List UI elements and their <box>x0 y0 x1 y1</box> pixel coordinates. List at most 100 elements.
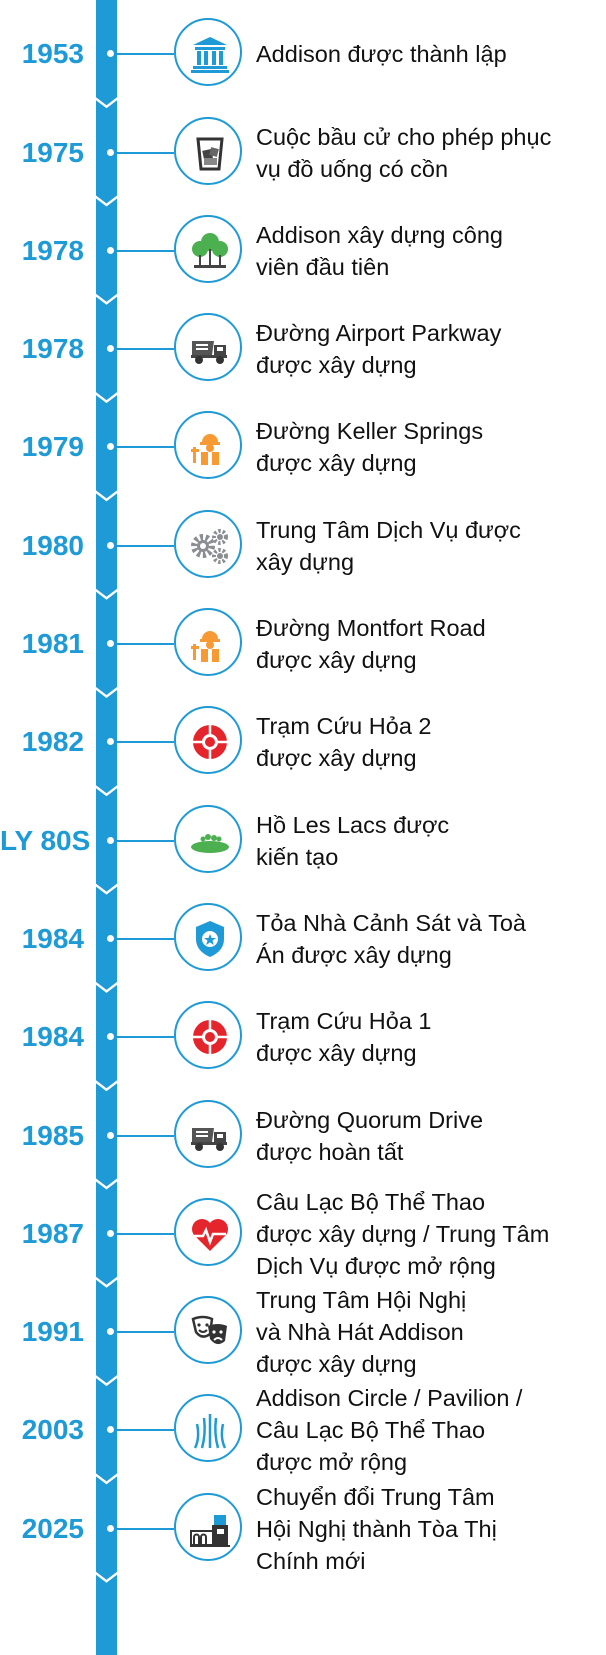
construction-worker-icon <box>174 411 242 480</box>
connector-line <box>114 1134 174 1137</box>
event-description-line: Chuyển đổi Trung Tâm <box>256 1483 495 1510</box>
timeline-dot <box>107 1426 114 1434</box>
event-year: 1984 <box>21 1021 84 1053</box>
timeline-event: 1978 Đường Airport Parkway được xây dựng <box>0 297 606 401</box>
event-year: 1978 <box>21 234 84 266</box>
dump-truck-icon <box>174 313 242 382</box>
event-description-line: Hồ Les Lacs được <box>256 811 450 838</box>
event-description-line: được xây dựng <box>256 745 417 772</box>
event-description-line: được xây dựng <box>256 352 417 379</box>
spine-chevron <box>96 981 117 993</box>
spine-chevron <box>96 1178 117 1190</box>
timeline-dot <box>107 934 114 942</box>
timeline-dot <box>107 1328 114 1336</box>
connector-line <box>114 544 174 547</box>
event-description-line: Trạm Cứu Hỏa 2 <box>256 713 432 740</box>
event-description-line: Dịch Vụ được mở rộng <box>256 1252 496 1279</box>
event-description-line: được xây dựng <box>256 1351 417 1378</box>
spine-chevron <box>96 1571 117 1583</box>
connector-line <box>114 249 174 252</box>
connector-line <box>114 937 174 940</box>
event-year: 2003 <box>21 1414 84 1446</box>
timeline-dot <box>107 1229 114 1237</box>
event-description-line: và Nhà Hát Addison <box>256 1319 464 1346</box>
spine-chevron <box>96 1473 117 1485</box>
connector-line <box>114 446 174 449</box>
event-description-line: xây dựng <box>256 548 355 575</box>
timeline-dot <box>107 50 114 58</box>
spine-chevron <box>96 1375 117 1387</box>
connector-line <box>114 741 174 744</box>
event-year: 1953 <box>21 38 84 70</box>
connector-line <box>114 1232 174 1235</box>
event-description-line: Đường Airport Parkway <box>256 320 502 347</box>
spine-chevron <box>96 687 117 698</box>
event-year: 1991 <box>21 1316 84 1348</box>
event-description-line: Addison được thành lập <box>256 41 507 68</box>
event-year: 1978 <box>21 333 84 365</box>
timeline-event: 2003 Addison Circle / Pavilion /Câu Lạc B… <box>0 1378 606 1482</box>
event-year: 1979 <box>21 431 84 463</box>
timeline-event: 1982 Trạm Cứu Hỏa 2 được xây dựng <box>0 690 606 794</box>
event-description-line: Trạm Cứu Hỏa 1 <box>256 1008 432 1035</box>
fountain-icon <box>174 1394 242 1463</box>
event-description-line: Hội Nghị thành Tòa Thị <box>256 1515 497 1542</box>
event-description-line: Đường Keller Springs <box>256 418 484 445</box>
police-badge-icon <box>174 902 242 971</box>
event-description-line: Đường Quorum Drive <box>256 1106 484 1133</box>
construction-worker-icon <box>174 608 242 676</box>
event-year: 1985 <box>21 1119 84 1151</box>
spine-band <box>96 0 117 1655</box>
spine-chevron <box>96 1080 117 1092</box>
event-year: 1984 <box>21 922 84 954</box>
event-description-line: Tỏa Nhà Cảnh Sát và Toà <box>256 909 526 936</box>
fire-emblem-icon <box>174 1001 242 1070</box>
connector-line <box>114 348 174 351</box>
timeline-dot <box>107 738 114 746</box>
timeline-dot <box>107 443 114 451</box>
event-description-line: được xây dựng <box>256 1040 417 1067</box>
connector-line <box>114 1331 174 1334</box>
event-description-line: Câu Lạc Bộ Thể Thao <box>256 1188 486 1215</box>
timeline-dot <box>107 541 114 549</box>
connector-line <box>114 151 174 154</box>
spine-chevron <box>96 490 117 502</box>
event-description-line: Trung Tâm Hội Nghị <box>256 1287 467 1314</box>
timeline-dot <box>107 1033 114 1041</box>
connector-line <box>114 1527 174 1530</box>
connector-line <box>114 1429 174 1432</box>
event-description: Đường Quorum Drive được hoàn tất <box>256 1084 601 1188</box>
spine-chevron <box>96 97 117 109</box>
event-year: 1982 <box>21 726 84 758</box>
event-year: 1987 <box>21 1217 84 1249</box>
timeline-dot <box>107 640 114 647</box>
gears-icon <box>174 509 242 578</box>
heart-pulse-icon <box>174 1197 242 1266</box>
spine-chevron <box>96 392 117 404</box>
timeline-dot <box>107 836 114 844</box>
event-year: LY 80S <box>0 824 91 856</box>
timeline-dot <box>107 1131 114 1139</box>
event-description-line: Addison xây dựng công <box>256 221 503 248</box>
timeline-dot <box>107 1524 114 1532</box>
event-description-line: Đường Montfort Road <box>256 615 486 641</box>
event-description: Addison Circle / Pavilion /Câu Lạc Bộ Th… <box>256 1378 601 1482</box>
event-description-line: được hoàn tất <box>256 1138 404 1165</box>
event-description-line: Câu Lạc Bộ Thể Thao <box>256 1417 486 1444</box>
